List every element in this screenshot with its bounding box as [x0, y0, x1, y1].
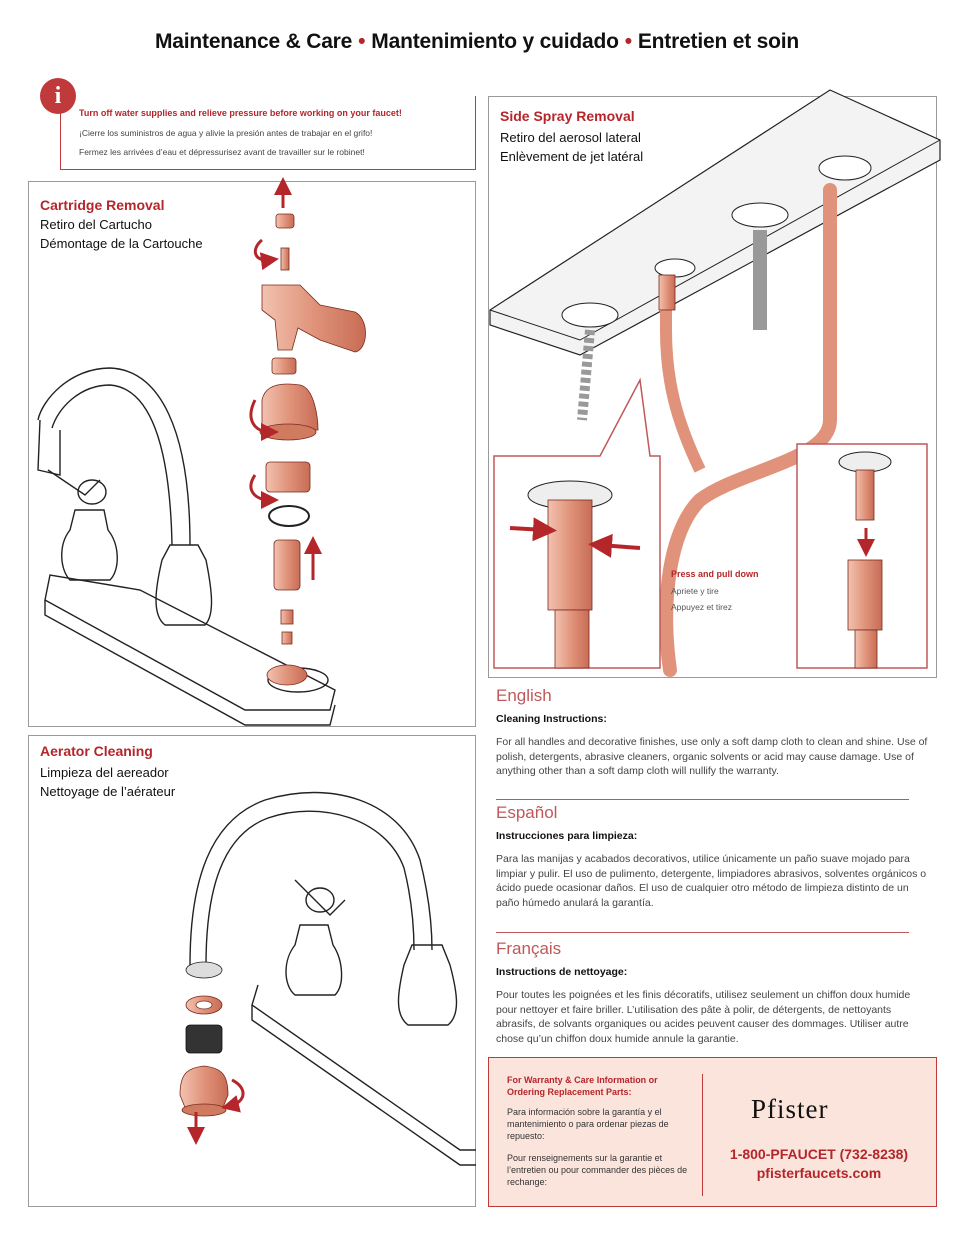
cartridge-subtitles: Retiro del Cartucho Démontage de la Cart…	[40, 215, 203, 253]
cartridge-subtitle-spanish: Retiro del Cartucho	[40, 217, 152, 232]
text-english: For all handles and decorative finishes,…	[496, 736, 928, 778]
contact-heading-english: For Warranty & Care Information or Order…	[507, 1075, 658, 1097]
aerator-subtitle-french: Nettoyage de l’aérateur	[40, 784, 176, 799]
title-spanish: Mantenimiento y cuidado	[371, 30, 619, 53]
side-spray-subtitle-spanish: Retiro del aerosol lateral	[500, 130, 641, 145]
side-spray-subtitles: Retiro del aerosol lateral Enlèvement de…	[500, 128, 643, 166]
side-spray-subtitle-french: Enlèvement de jet latéral	[500, 149, 644, 164]
press-pull-label-french: Appuyez et tirez	[671, 602, 732, 612]
aerator-panel	[28, 735, 476, 1207]
cartridge-subtitle-french: Démontage de la Cartouche	[40, 236, 203, 251]
aerator-faucet-drawing	[189, 791, 476, 1166]
press-pull-label-english: Press and pull down	[671, 569, 759, 579]
press-pull-label-spanish: Apriete y tire	[671, 586, 719, 596]
cartridge-arrows	[249, 177, 322, 580]
heading-english: English	[496, 686, 552, 705]
cartridge-panel	[28, 181, 476, 727]
title-french: Entretien et soin	[637, 30, 799, 53]
page-title: Maintenance & Care•Mantenimiento y cuida…	[0, 30, 954, 54]
label-spanish: Instrucciones para limpieza:	[496, 830, 638, 842]
spray-inset-left	[493, 377, 661, 669]
title-english: Maintenance & Care	[155, 30, 353, 53]
label-english: Cleaning Instructions:	[496, 713, 607, 725]
cartridge-title: Cartridge Removal	[40, 197, 165, 213]
title-separator: •	[624, 30, 632, 53]
heading-spanish: Español	[496, 803, 558, 822]
text-spanish: Para las manijas y acabados decorativos,…	[496, 853, 927, 909]
cartridge-exploded-parts	[259, 213, 366, 686]
divider	[496, 799, 909, 800]
aerator-subtitle-spanish: Limpieza del aereador	[40, 765, 169, 780]
contact-box: For Warranty & Care Information or Order…	[488, 1057, 937, 1207]
side-spray-title: Side Spray Removal	[500, 108, 635, 124]
aerator-title: Aerator Cleaning	[40, 743, 153, 759]
phone-number[interactable]: 1-800-PFAUCET (732-8238)	[729, 1146, 909, 1162]
spray-inset-right	[796, 443, 928, 669]
heading-french: Français	[496, 939, 562, 958]
info-icon: i	[40, 78, 76, 114]
warning-line-spanish: ¡Cierre los suministros de agua y alivie…	[79, 128, 373, 138]
title-separator: •	[358, 30, 366, 53]
warning-box: Turn off water supplies and relieve pres…	[60, 96, 476, 170]
aerator-exploded-parts	[179, 961, 229, 1117]
contact-text-french: Pour renseignements sur la garantie et l…	[507, 1153, 688, 1187]
aerator-subtitles: Limpieza del aereador Nettoyage de l’aér…	[40, 763, 175, 801]
brand-logo: Pfister	[751, 1094, 829, 1124]
text-french: Pour toutes les poignées et les finis dé…	[496, 989, 911, 1045]
contact-divider	[702, 1074, 703, 1196]
website-link[interactable]: pfisterfaucets.com	[756, 1165, 882, 1181]
cartridge-faucet-drawing	[37, 367, 336, 726]
aerator-arrows	[187, 1078, 245, 1145]
warning-line-english: Turn off water supplies and relieve pres…	[79, 108, 402, 118]
divider	[496, 932, 909, 933]
contact-text-spanish: Para información sobre la garantía y el …	[507, 1107, 669, 1141]
warning-line-french: Fermez les arrivées d’eau et dépressuris…	[79, 147, 365, 157]
label-french: Instructions de nettoyage:	[496, 966, 628, 978]
